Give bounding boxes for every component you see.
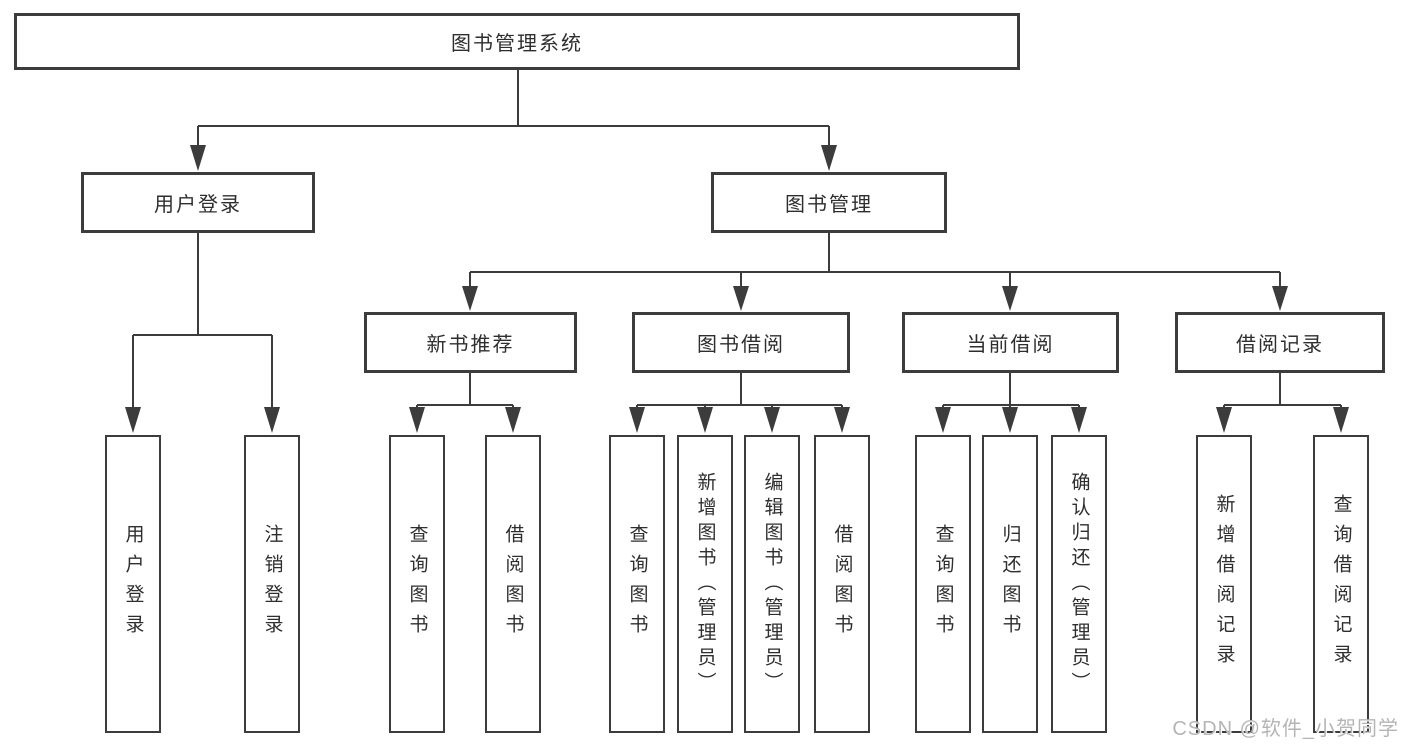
edge-bookmgmt-to-level3 <box>469 233 1281 287</box>
leaf-add-borrow-record: 新增借阅记录 <box>1196 435 1252 733</box>
edge-newbook-arrows <box>409 407 521 433</box>
leaf-query-books-3: 查询图书 <box>915 435 971 733</box>
edge-bookborrow-arrows <box>629 407 850 433</box>
node-user-login: 用户登录 <box>81 172 315 233</box>
node-book-management: 图书管理 <box>711 172 947 233</box>
edge-root-to-level2-arrows <box>190 145 837 171</box>
node-root-system: 图书管理系统 <box>14 13 1020 70</box>
leaf-query-books-1: 查询图书 <box>389 435 445 733</box>
leaf-query-borrow-record: 查询借阅记录 <box>1313 435 1369 733</box>
leaf-logout: 注销登录 <box>244 435 300 733</box>
edge-userlogin-to-leaves <box>132 233 273 408</box>
leaf-confirm-return-admin: 确认归还（管理员） <box>1051 435 1107 733</box>
edge-root-to-level2 <box>197 70 830 147</box>
leaf-query-books-2: 查询图书 <box>609 435 665 733</box>
edge-newbook-to-leaves <box>416 373 514 409</box>
leaf-add-books-admin: 新增图书（管理员） <box>677 435 733 733</box>
edge-bookborrow-to-leaves <box>636 373 843 409</box>
edge-bookmgmt-arrows <box>462 286 1288 311</box>
edge-currentborrow-to-leaves <box>942 373 1080 409</box>
leaf-user-login: 用户登录 <box>105 435 161 733</box>
leaf-edit-books-admin: 编辑图书（管理员） <box>744 435 800 733</box>
leaf-return-books: 归还图书 <box>982 435 1038 733</box>
leaf-borrow-books-2: 借阅图书 <box>814 435 870 733</box>
edge-borrowrecords-arrows <box>1216 407 1349 433</box>
watermark: CSDN @软件_小贺同学 <box>1172 718 1399 740</box>
edge-currentborrow-arrows <box>935 407 1087 433</box>
node-book-borrow: 图书借阅 <box>632 312 850 373</box>
node-borrow-records: 借阅记录 <box>1175 312 1385 373</box>
node-current-borrow: 当前借阅 <box>902 312 1119 373</box>
leaf-borrow-books-1: 借阅图书 <box>485 435 541 733</box>
edge-userlogin-arrows <box>125 407 280 433</box>
node-new-book-recommend: 新书推荐 <box>364 312 577 373</box>
edge-borrowrecords-to-leaves <box>1223 373 1342 409</box>
